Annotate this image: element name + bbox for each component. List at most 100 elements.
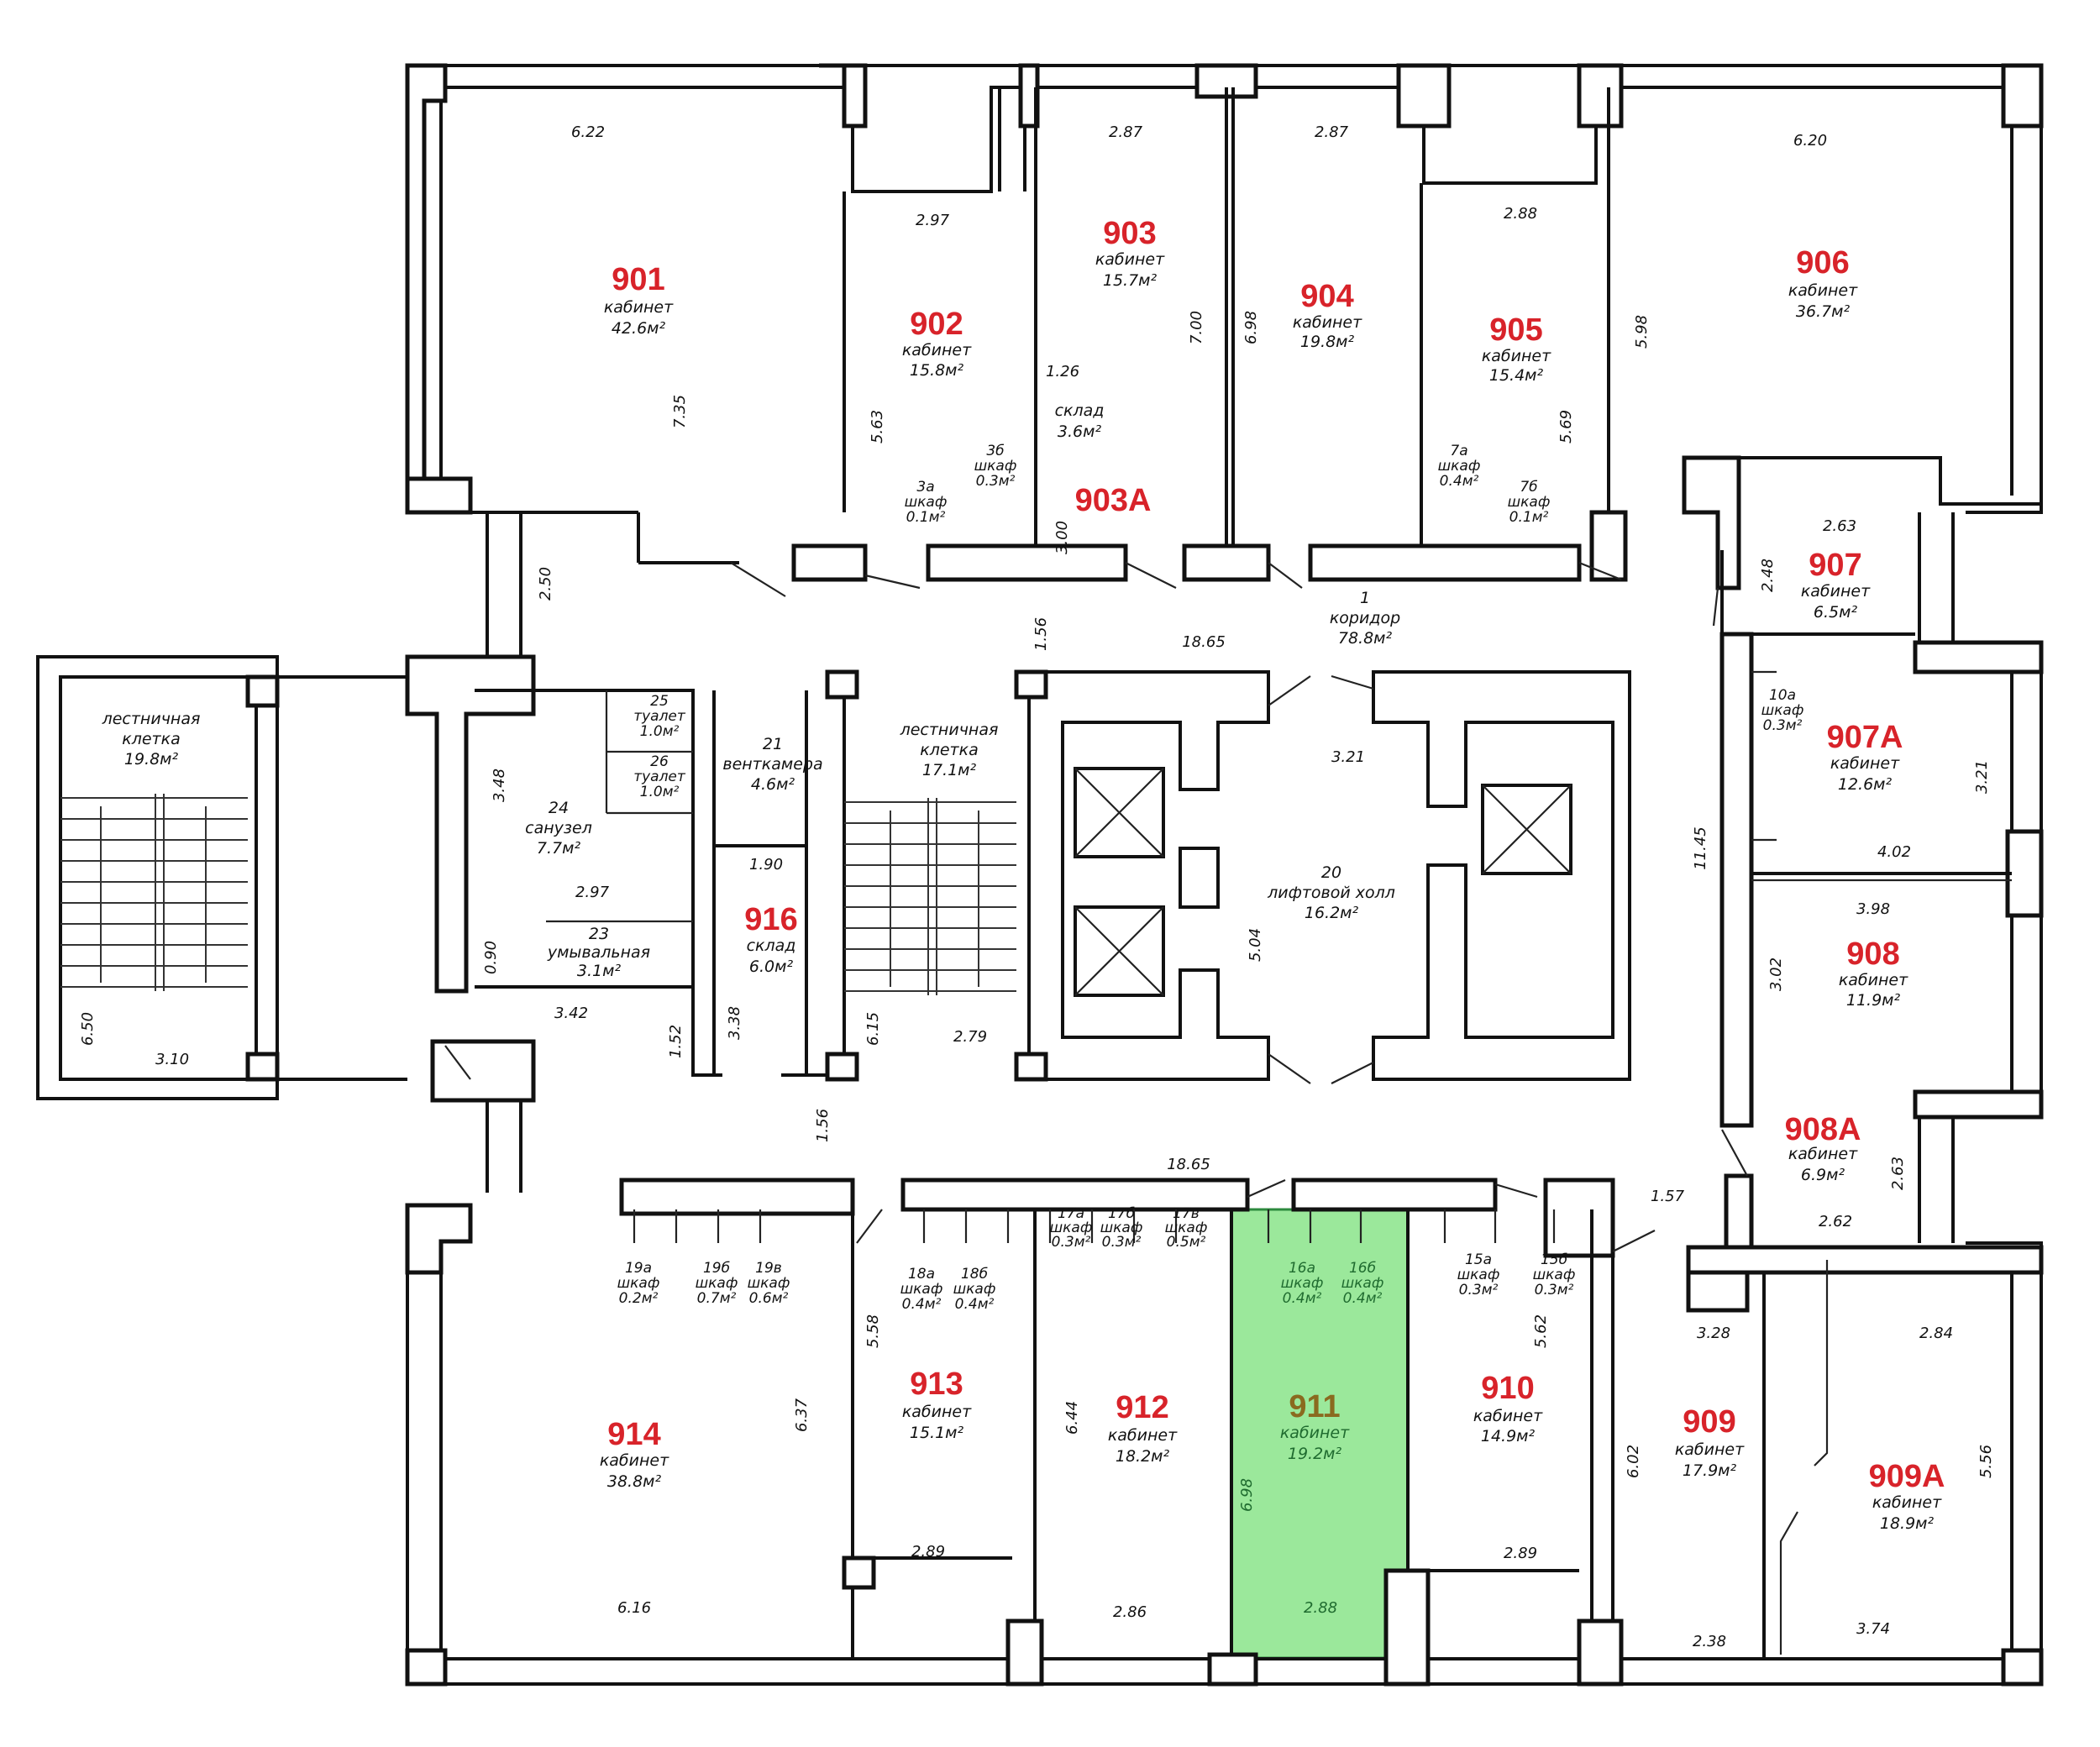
closet-17v-name: шкаф	[1165, 1220, 1208, 1236]
sanuzel-name: санузел	[525, 819, 592, 837]
closet-18b-id: 18б	[961, 1266, 988, 1283]
closet-17v-area: 0.5м²	[1167, 1234, 1206, 1251]
room-904-name: кабинет	[1293, 313, 1362, 332]
room-902-number: 902	[910, 307, 963, 342]
dim-598: 5.98	[1633, 315, 1651, 349]
room-905-number: 905	[1489, 312, 1542, 348]
room-913-area: 15.1м²	[910, 1424, 964, 1442]
room-912-name: кабинет	[1108, 1426, 1178, 1445]
umyval-number: 23	[589, 925, 609, 943]
closet-19a-name: шкаф	[617, 1275, 660, 1292]
dim-338: 3.38	[726, 1006, 743, 1040]
stair-mid-name1: лестничная	[900, 721, 999, 739]
dim-297b: 2.97	[575, 884, 610, 901]
corridor-number: 1	[1360, 589, 1370, 607]
room-916-name: склад	[747, 936, 796, 955]
dim-310: 3.10	[155, 1051, 189, 1068]
corridor-area: 78.8м²	[1338, 629, 1393, 648]
stair-left-name2: клетка	[122, 730, 181, 748]
room-910-area: 14.9м²	[1481, 1427, 1536, 1445]
room-911-highlight[interactable]	[1230, 1208, 1410, 1660]
dim-1865a: 18.65	[1182, 633, 1226, 651]
closet-labels: 3а шкаф 0.1м² 3б шкаф 0.3м² 7а шкаф 0.4м…	[617, 443, 1804, 1313]
closet-7b-name: шкаф	[1508, 494, 1551, 511]
room-905-area: 15.4м²	[1489, 366, 1544, 385]
dim-248: 2.48	[1759, 559, 1777, 592]
dim-288b: 2.88	[1304, 1599, 1337, 1617]
room-905-name: кабинет	[1482, 347, 1551, 365]
closet-10a-area: 0.3м²	[1763, 717, 1803, 734]
room-909-area: 17.9м²	[1683, 1461, 1737, 1480]
closet-18a-name: шкаф	[900, 1281, 943, 1298]
dim-644: 6.44	[1063, 1401, 1081, 1435]
room-908-name: кабинет	[1839, 971, 1908, 989]
room-911-area: 19.2м²	[1288, 1445, 1342, 1463]
dim-289a: 2.89	[911, 1543, 945, 1561]
closet-10a-name: шкаф	[1761, 702, 1804, 719]
closet-3b-area: 0.3м²	[976, 473, 1016, 490]
dim-279: 2.79	[953, 1028, 987, 1046]
dim-287b: 2.87	[1315, 123, 1349, 141]
closet-16b-name: шкаф	[1341, 1275, 1384, 1292]
dim-637: 6.37	[793, 1398, 811, 1432]
dim-622: 6.22	[571, 123, 605, 141]
room-909-number: 909	[1683, 1404, 1735, 1440]
sklad-name: склад	[1055, 401, 1105, 420]
dim-263b: 2.63	[1889, 1157, 1907, 1190]
closet-16b-area: 0.4м²	[1343, 1290, 1383, 1307]
dim-698b: 6.98	[1238, 1478, 1256, 1512]
room-909a-number: 909А	[1869, 1459, 1945, 1494]
dim-700: 7.00	[1188, 311, 1205, 344]
room-909a-area: 18.9м²	[1880, 1514, 1935, 1533]
dim-563: 5.63	[869, 410, 886, 443]
room-901-name: кабинет	[604, 298, 674, 317]
room-904-area: 19.8м²	[1300, 333, 1355, 351]
closet-3b-id: 3б	[986, 443, 1004, 459]
sklad-area: 3.6м²	[1058, 422, 1102, 441]
corridor-name: коридор	[1330, 609, 1400, 627]
dim-263a: 2.63	[1823, 517, 1856, 535]
room-907-area: 6.5м²	[1814, 603, 1858, 622]
closet-3a-id: 3а	[916, 479, 934, 496]
room-903-number: 903	[1103, 216, 1156, 251]
stair-mid-treads	[844, 798, 1016, 995]
closet-7b-id: 7б	[1520, 479, 1537, 496]
lift-hall-area: 16.2м²	[1305, 904, 1359, 922]
wc25-area: 1.0м²	[640, 723, 680, 740]
closet-16a-area: 0.4м²	[1283, 1290, 1322, 1307]
closet-18b-area: 0.4м²	[955, 1296, 995, 1313]
room-903a-number: 903А	[1075, 483, 1152, 518]
dim-287a: 2.87	[1109, 123, 1143, 141]
dim-504: 5.04	[1247, 928, 1264, 962]
closet-19b-area: 0.7м²	[697, 1290, 737, 1307]
closet-17a-name: шкаф	[1050, 1220, 1093, 1236]
dim-602: 6.02	[1625, 1445, 1642, 1478]
closet-15a-name: шкаф	[1457, 1267, 1500, 1283]
stair-left-area: 19.8м²	[124, 750, 179, 769]
space-labels: 1 коридор 78.8м² 20 лифтовой холл 16.2м²…	[102, 401, 1401, 980]
room-914-name: кабинет	[600, 1451, 669, 1470]
dimension-labels: 6.22 7.35 2.97 5.63 2.87 1.26 3.00 7.00 …	[79, 123, 1995, 1650]
closet-16a-id: 16а	[1289, 1260, 1315, 1277]
closet-10a-id: 10а	[1769, 687, 1796, 704]
dim-698a: 6.98	[1242, 311, 1260, 344]
room-903-name: кабинет	[1095, 250, 1165, 269]
closet-16a-name: шкаф	[1281, 1275, 1324, 1292]
walls	[36, 63, 2044, 1687]
room-913-name: кабинет	[902, 1403, 972, 1421]
stair-left-treads	[60, 794, 248, 991]
closet-17a-area: 0.3м²	[1052, 1234, 1091, 1251]
room-914-area: 38.8м²	[607, 1472, 662, 1491]
dim-1145: 11.45	[1692, 826, 1709, 870]
room-908a-area: 6.9м²	[1801, 1166, 1845, 1184]
room-912-area: 18.2м²	[1116, 1447, 1170, 1466]
sanuzel-number: 24	[549, 799, 569, 817]
room-903-area: 15.7м²	[1103, 271, 1158, 290]
wc25-name: туалет	[633, 708, 686, 725]
stair-left-name1: лестничная	[102, 710, 201, 728]
room-914-number: 914	[607, 1417, 660, 1452]
closet-19v-name: шкаф	[748, 1275, 790, 1292]
room-901-area: 42.6м²	[612, 319, 666, 338]
room-907a-number: 907А	[1827, 720, 1903, 755]
